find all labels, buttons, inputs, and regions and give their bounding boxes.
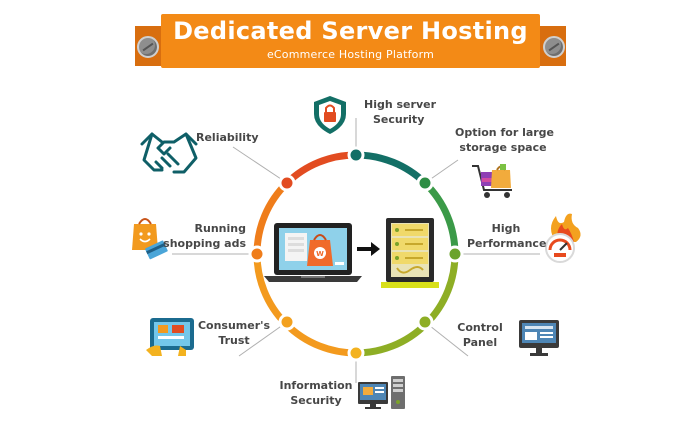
label-performance-line2: Performance xyxy=(467,237,547,250)
node-performance xyxy=(446,245,464,263)
label-performance-line1: High xyxy=(491,222,521,235)
svg-text:W: W xyxy=(316,250,324,258)
node-trust xyxy=(278,313,296,331)
server-rack-icon xyxy=(381,218,439,288)
label-reliability: Reliability xyxy=(196,131,259,144)
node-control xyxy=(416,313,434,331)
label-info: Information Security xyxy=(276,378,356,408)
node-info xyxy=(347,344,365,362)
desktop-server-icon xyxy=(358,376,405,409)
label-storage-line1: Option for large xyxy=(455,126,555,139)
bolt-left-icon xyxy=(137,36,159,58)
label-control: Control Panel xyxy=(452,320,508,350)
banner-subtitle: eCommerce Hosting Platform xyxy=(266,48,435,61)
ring-segment-teal xyxy=(355,151,428,186)
label-info-line2: Security xyxy=(290,394,342,407)
label-ads: Running shopping ads xyxy=(160,221,246,251)
node-reliability xyxy=(278,174,296,192)
shopping-bag-icon xyxy=(132,218,168,260)
bolt-right-icon xyxy=(543,36,565,58)
header-banner: Dedicated Server Hosting eCommerce Hosti… xyxy=(0,0,700,80)
label-control-line1: Control xyxy=(457,321,503,334)
label-security-line1: High server xyxy=(364,98,436,111)
label-storage-line2: storage space xyxy=(459,141,547,154)
nodes xyxy=(248,146,464,362)
tablet-cart-icon xyxy=(146,318,194,356)
label-ads-line1: Running xyxy=(194,222,246,235)
label-security: High server Security xyxy=(364,97,436,127)
node-ads xyxy=(248,245,266,263)
label-trust: Consumer's Trust xyxy=(196,318,272,348)
node-storage xyxy=(416,174,434,192)
connectors xyxy=(172,118,540,383)
label-security-line2: Security xyxy=(373,113,425,126)
arrow-right-icon xyxy=(357,242,380,256)
label-trust-line1: Consumer's xyxy=(197,319,271,332)
label-info-line1: Information xyxy=(279,379,353,392)
laptop-shop-icon: W xyxy=(264,223,362,282)
label-control-line2: Panel xyxy=(462,336,498,349)
shopping-cart-icon xyxy=(472,164,512,198)
label-ads-line2: shopping ads xyxy=(163,237,246,250)
node-security xyxy=(347,146,365,164)
banner-main xyxy=(161,14,540,68)
shield-lock-icon xyxy=(314,96,346,134)
ring-segment-red xyxy=(284,151,357,186)
speedometer-icon xyxy=(545,213,581,263)
monitor-panel-icon xyxy=(519,320,559,356)
label-trust-line2: Trust xyxy=(218,334,250,347)
label-performance: High Performance xyxy=(467,221,547,251)
handshake-icon xyxy=(140,132,198,174)
label-storage: Option for large storage space xyxy=(455,125,555,155)
banner-title: Dedicated Server Hosting xyxy=(173,17,528,45)
